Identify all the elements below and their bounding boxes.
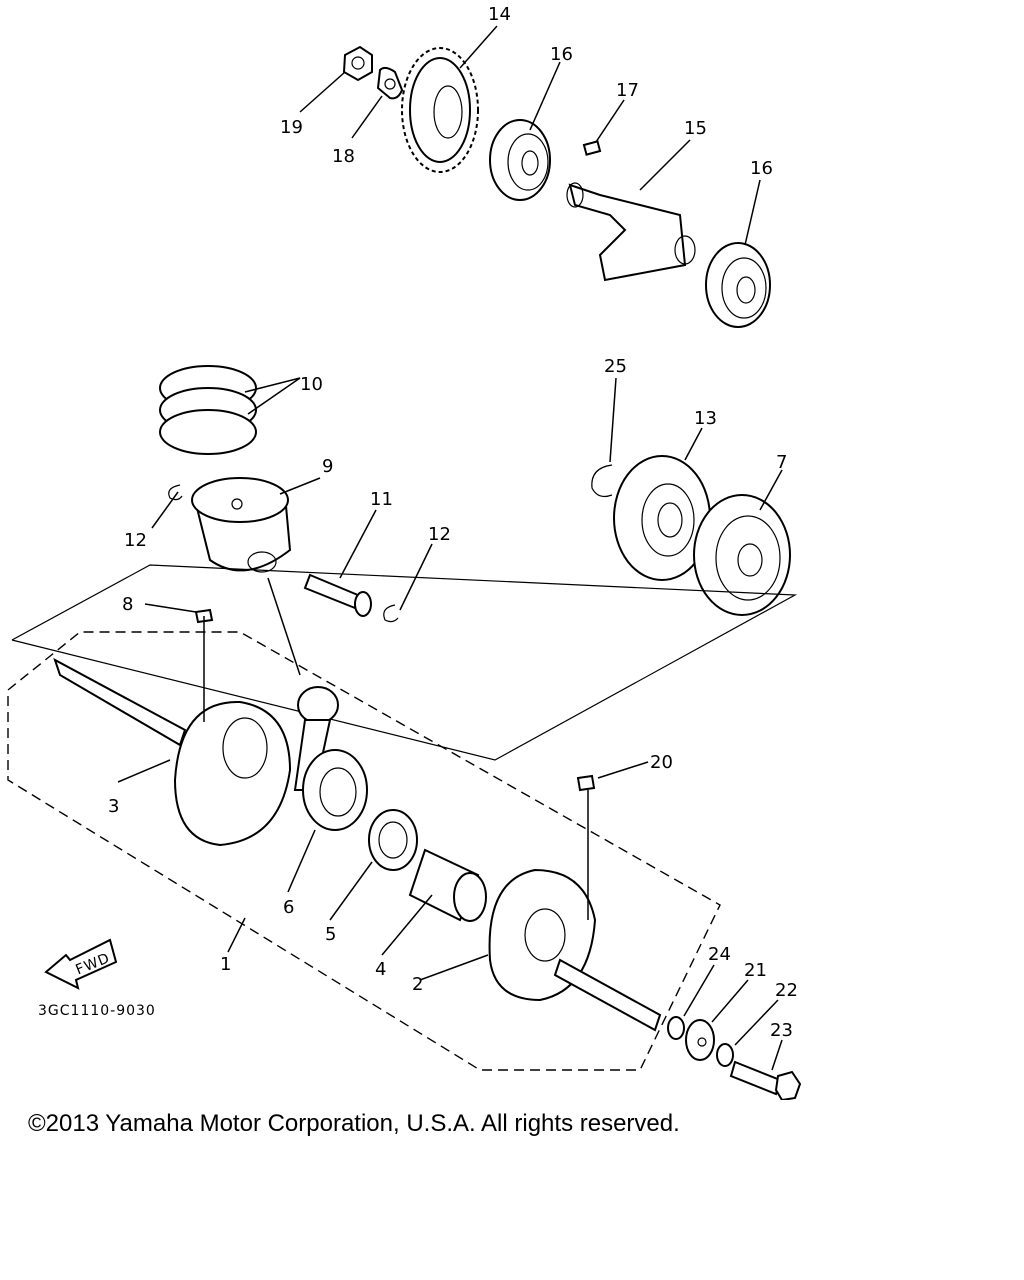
part-crank-pin <box>408 848 487 922</box>
drawing-code: 3GC1110-9030 <box>38 1003 156 1019</box>
label-part-5: 5 <box>325 924 336 945</box>
part-crank-left <box>53 657 292 847</box>
part-key-upper <box>582 140 602 156</box>
part-crank-right <box>488 868 662 1032</box>
copyright-notice: ©2013 Yamaha Motor Corporation, U.S.A. A… <box>28 1110 680 1137</box>
label-part-10: 10 <box>300 374 323 395</box>
part-drive-gear <box>401 47 479 173</box>
part-bolt <box>729 1060 802 1100</box>
label-part-12-right: 12 <box>428 524 451 545</box>
part-piston-pin-clip-left <box>168 484 183 501</box>
part-piston-pin-clip-right <box>383 604 399 623</box>
leader-lines <box>117 25 783 1071</box>
label-part-14: 14 <box>488 4 511 25</box>
part-piston-pin <box>303 573 372 617</box>
part-lock-washer <box>376 66 404 100</box>
part-connecting-rod <box>293 686 368 831</box>
label-part-25: 25 <box>604 356 627 377</box>
part-bearing-upper <box>489 119 551 201</box>
part-nut <box>342 45 373 82</box>
part-balancer-shaft <box>566 182 696 282</box>
label-part-4: 4 <box>375 959 386 980</box>
label-part-20: 20 <box>650 752 673 773</box>
label-part-8: 8 <box>122 594 133 615</box>
part-needle-bearing <box>368 809 418 871</box>
assembly-outline-solid <box>11 564 798 761</box>
part-o-ring <box>667 1016 685 1040</box>
exploded-parts-diagram: 1 2 3 4 5 6 7 8 9 10 11 12 12 13 14 15 1… <box>7 4 802 1100</box>
label-part-21: 21 <box>744 960 767 981</box>
part-bearing-right <box>705 242 771 328</box>
part-piston <box>191 477 292 573</box>
label-part-7: 7 <box>776 452 787 473</box>
label-part-13: 13 <box>694 408 717 429</box>
label-part-24: 24 <box>708 944 731 965</box>
part-key-right <box>576 774 596 792</box>
label-part-16-upper: 16 <box>550 44 573 65</box>
part-circlip <box>591 464 613 498</box>
label-part-1: 1 <box>220 954 231 975</box>
part-piston-rings <box>159 365 257 455</box>
label-part-16-right: 16 <box>750 158 773 179</box>
label-part-9: 9 <box>322 456 333 477</box>
label-part-22: 22 <box>775 980 798 1001</box>
label-part-23: 23 <box>770 1020 793 1041</box>
label-part-15: 15 <box>684 118 707 139</box>
label-part-17: 17 <box>616 80 639 101</box>
label-part-3: 3 <box>108 796 119 817</box>
label-part-11: 11 <box>370 489 393 510</box>
part-crank-bearing <box>693 494 791 616</box>
label-part-12-left: 12 <box>124 530 147 551</box>
label-part-19: 19 <box>280 117 303 138</box>
assembly-outline-dashed <box>7 631 721 1071</box>
part-plate-washer <box>685 1019 715 1061</box>
part-lock-washer-small <box>716 1043 734 1067</box>
label-part-2: 2 <box>412 974 423 995</box>
label-part-18: 18 <box>332 146 355 167</box>
label-part-6: 6 <box>283 897 294 918</box>
part-number-labels: 1 2 3 4 5 6 7 8 9 10 11 12 12 13 14 15 1… <box>108 4 798 1041</box>
fwd-arrow-icon: FWD <box>44 938 118 990</box>
